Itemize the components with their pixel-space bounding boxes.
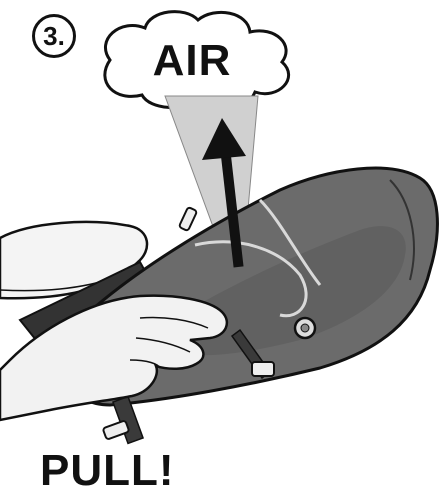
air-label: AIR: [152, 36, 232, 86]
step-number-badge: 3.: [32, 14, 76, 58]
strap-buckle: [252, 362, 274, 376]
pull-instruction: PULL!: [40, 446, 175, 496]
